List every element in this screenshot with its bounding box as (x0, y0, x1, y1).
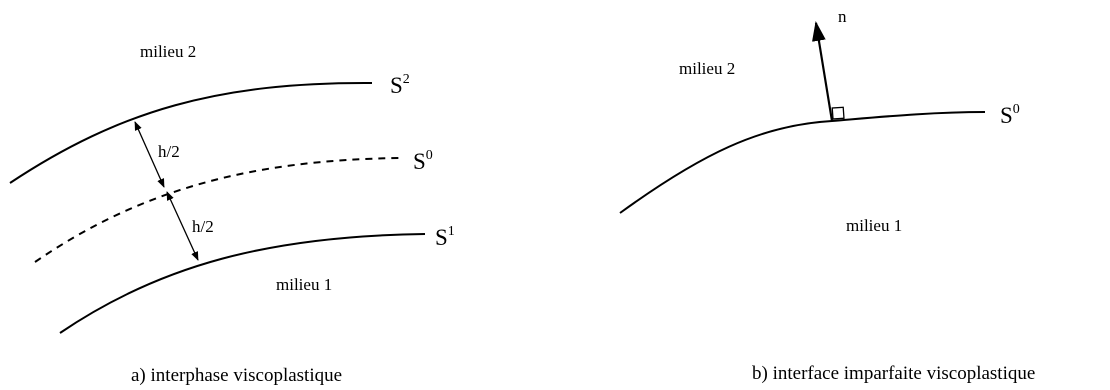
medium-1-label: milieu 1 (276, 275, 332, 294)
caption-b: b) interface imparfaite viscoplastique (752, 363, 1035, 384)
interface-s0-curve (619, 111, 986, 214)
panel-a: milieu 2 h/2 h/2 milieu 1 S2 S0 S1 a) in… (9, 42, 455, 386)
normal-vector-arrow (812, 21, 834, 122)
right-angle-marker (831, 106, 845, 120)
panel-b: n milieu 2 milieu 1 S0 b) interface impa… (619, 7, 1035, 384)
medium-2-label: milieu 2 (140, 42, 196, 61)
surface-s0-dashed-curve (34, 157, 401, 263)
medium-1-label-b: milieu 1 (846, 216, 902, 235)
surface-s1-curve (59, 233, 426, 334)
surface-s2-label: S2 (390, 72, 410, 98)
surface-s0-label: S0 (413, 148, 433, 174)
surface-s2-curve (9, 81, 373, 184)
caption-a: a) interphase viscoplastique (131, 365, 342, 386)
interface-s0-label: S0 (1000, 102, 1020, 128)
medium-2-label-b: milieu 2 (679, 59, 735, 78)
thickness-arrow-top (134, 121, 165, 188)
half-thickness-label-bottom: h/2 (192, 217, 214, 236)
surface-s1-label: S1 (435, 224, 455, 250)
thickness-arrow-bottom (166, 191, 199, 261)
half-thickness-label-top: h/2 (158, 142, 180, 161)
normal-vector-label: n (838, 7, 847, 26)
